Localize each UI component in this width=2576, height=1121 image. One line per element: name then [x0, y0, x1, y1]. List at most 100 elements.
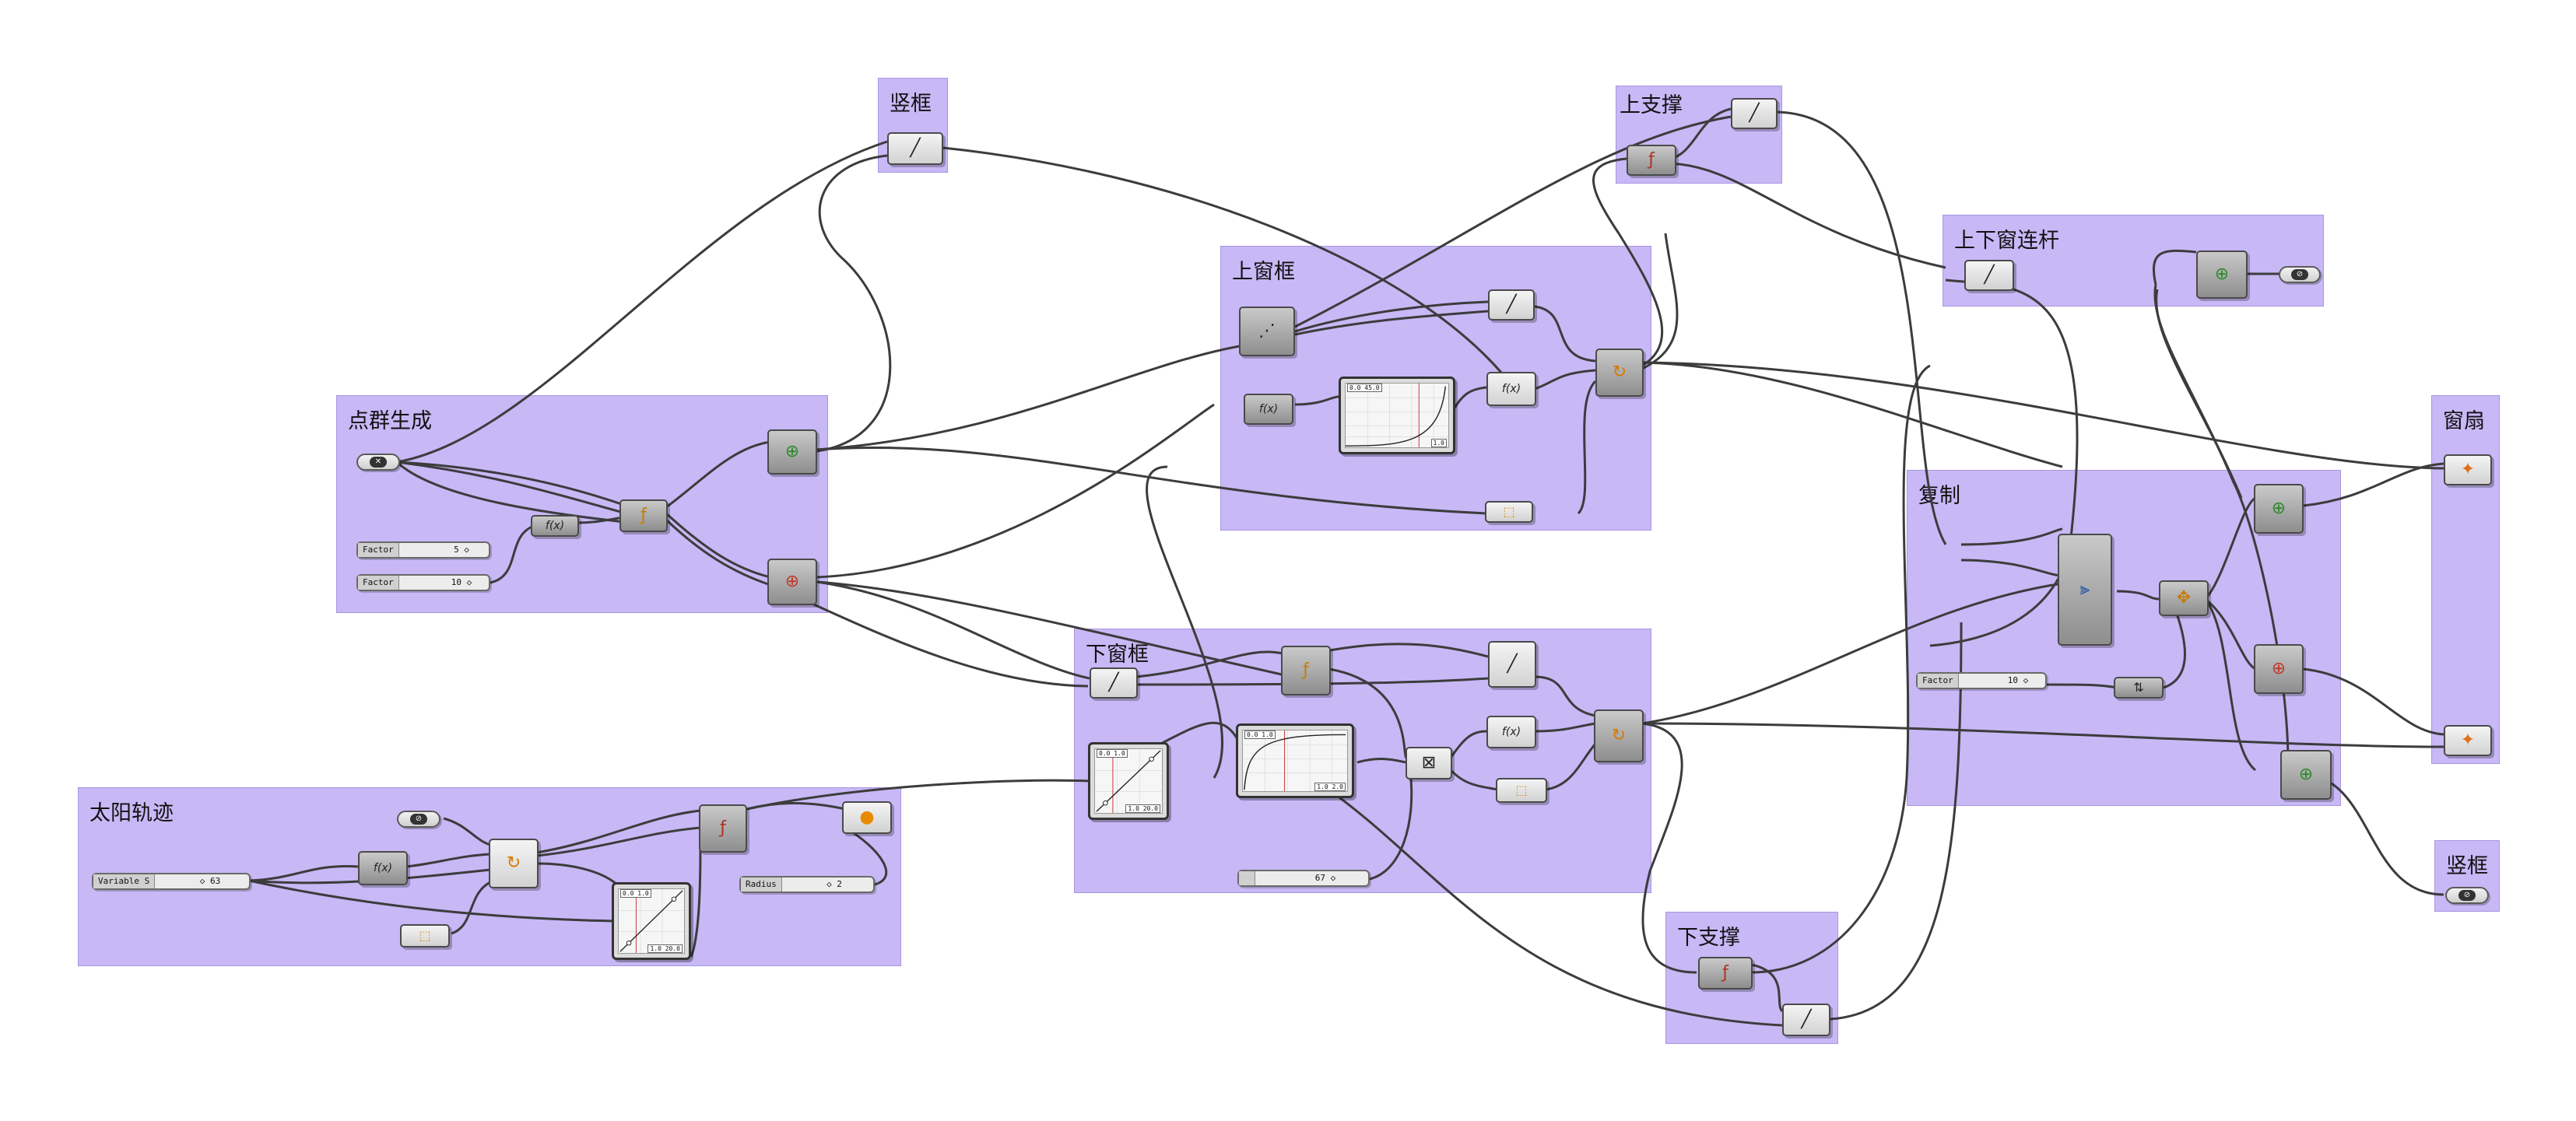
- line-component-1[interactable]: ╱: [1488, 289, 1535, 321]
- group-title: 上窗框: [1232, 260, 1295, 284]
- construct-point-icon: ⊕: [2271, 659, 2286, 678]
- slider-value: 67 ◇: [1314, 873, 1336, 883]
- line-component-shukuang[interactable]: ╱: [887, 132, 943, 165]
- graph-tag-br: 1.0: [1430, 439, 1447, 447]
- multiply-component[interactable]: ⊠: [1406, 747, 1452, 779]
- graph-mapper-top[interactable]: 0.0 45.0 1.0: [1339, 377, 1455, 454]
- loft-component-2[interactable]: ✦: [2444, 725, 2492, 756]
- loft-icon: ✦: [2460, 730, 2476, 750]
- line-icon: ╱: [1507, 654, 1518, 674]
- graph-mapper-xia-large[interactable]: 0.0 1.0 1.0 2.0: [1236, 723, 1354, 798]
- construct-point-component-copy-1[interactable]: ⊕: [2254, 484, 2304, 534]
- evaluate-component-xiazhicheng[interactable]: ƒ: [1698, 957, 1753, 990]
- line-icon: ╱: [1506, 295, 1517, 314]
- slider-label: Factor: [358, 543, 399, 557]
- radius-slider[interactable]: Radius ◇ 2: [739, 876, 875, 893]
- construct-point-component-copy-2[interactable]: ⊕: [2254, 644, 2304, 694]
- slider-label: Radius: [741, 878, 782, 892]
- graph-curve: [1095, 749, 1162, 813]
- group-title: 竖框: [890, 92, 932, 116]
- merge-component[interactable]: ⫸: [2058, 534, 2112, 646]
- evaluate-icon: ƒ: [1303, 660, 1309, 680]
- geometry-icon: ⊘: [2291, 269, 2308, 280]
- expression-icon: f(x): [373, 862, 393, 874]
- rotate-component-1[interactable]: ↻: [1595, 349, 1644, 397]
- series-component[interactable]: ⇅: [2114, 677, 2164, 699]
- expression-component-fx[interactable]: f(x): [1486, 372, 1536, 406]
- expression-component-xia[interactable]: f(x): [1486, 716, 1536, 748]
- graph-tag-tl: 0.0 1.0: [1244, 730, 1276, 739]
- factor-slider-copy[interactable]: Factor 10 ◇: [1916, 672, 2047, 689]
- evaluate-component-xia[interactable]: ƒ: [1281, 646, 1331, 695]
- group-title: 上下窗连杆: [1954, 229, 2059, 253]
- move-component[interactable]: ✥: [2159, 580, 2209, 616]
- geometry-param-pill[interactable]: ⊘: [2279, 266, 2321, 283]
- evaluate-icon: ƒ: [1648, 150, 1655, 170]
- graph-curve: [619, 889, 684, 953]
- evaluate-icon: ƒ: [640, 506, 647, 525]
- line-icon: ╱: [1108, 673, 1119, 692]
- series-icon: ⇅: [2133, 680, 2144, 695]
- merge-icon: ⫸: [2079, 580, 2090, 599]
- construct-point-icon: ⊕: [2298, 765, 2314, 784]
- group-title: 下支撑: [1677, 926, 1740, 950]
- slider-label: [1239, 871, 1255, 885]
- domain-icon: ⬚: [1515, 783, 1528, 797]
- geometry-icon: ⊘: [410, 814, 427, 825]
- group-chuangshan[interactable]: 窗扇: [2431, 395, 2500, 764]
- evaluate-component-shangzhicheng[interactable]: ƒ: [1627, 145, 1676, 176]
- graph-tag-br: 1.0 20.0: [648, 944, 683, 953]
- evaluate-component-sun[interactable]: ƒ: [699, 804, 747, 853]
- expression-component-sun[interactable]: f(x): [358, 851, 408, 885]
- line-component-xia-2[interactable]: ╱: [1488, 641, 1536, 688]
- domain-component-1[interactable]: ⬚: [1485, 501, 1533, 523]
- construct-point-component-1[interactable]: ⊕: [767, 429, 817, 475]
- construct-point-component-copy-3[interactable]: ⊕: [2280, 750, 2332, 800]
- multiply-icon: ⊠: [1421, 753, 1437, 772]
- expression-component[interactable]: f(x): [531, 515, 579, 537]
- rotate-component-xia[interactable]: ↻: [1594, 709, 1644, 762]
- geometry-param-pill-sun[interactable]: ⊘: [397, 811, 440, 828]
- slider-67[interactable]: 67 ◇: [1237, 870, 1370, 887]
- point-icon: ✕: [370, 457, 387, 468]
- variable-s-slider[interactable]: Variable S ◇ 63: [92, 873, 251, 890]
- line-component-liangan[interactable]: ╱: [1964, 260, 2014, 291]
- domain-icon: ⬚: [419, 928, 431, 943]
- factor-slider-5[interactable]: Factor 5 ◇: [356, 541, 490, 559]
- domain-component-xia[interactable]: ⬚: [1496, 778, 1547, 803]
- expression-component[interactable]: f(x): [1244, 394, 1293, 425]
- slider-label: Factor: [1918, 674, 1959, 688]
- factor-slider-10[interactable]: Factor 10 ◇: [356, 574, 490, 591]
- geometry-param-pill-bottom[interactable]: ⊘: [2445, 887, 2489, 904]
- graph-mapper-xia-small[interactable]: 0.0 1.0 1.0 20.0: [1088, 742, 1169, 820]
- group-title: 下窗框: [1086, 643, 1149, 667]
- group-title: 复制: [1918, 484, 1960, 508]
- group-title: 上支撑: [1620, 93, 1683, 117]
- construct-point-component-2[interactable]: ⊕: [767, 559, 817, 605]
- expression-icon: f(x): [1501, 726, 1521, 738]
- construct-point-icon: ⊕: [2214, 264, 2230, 284]
- slider-value: 10 ◇: [2007, 675, 2029, 685]
- divide-curve-component[interactable]: ⋰: [1239, 307, 1295, 356]
- point-param-pill[interactable]: ✕: [356, 454, 400, 471]
- graph-tag-br: 1.0 2.0: [1314, 783, 1346, 791]
- line-component-xiazhicheng[interactable]: ╱: [1782, 1004, 1830, 1036]
- line-icon: ╱: [1749, 103, 1760, 123]
- graph-mapper-sun[interactable]: 0.0 1.0 1.0 20.0: [612, 882, 691, 960]
- slider-value: 10 ◇: [451, 577, 472, 587]
- line-icon: ╱: [1984, 265, 1995, 285]
- graph-tag-tl: 0.0 1.0: [620, 889, 651, 898]
- construct-point-component-liangan[interactable]: ⊕: [2196, 250, 2248, 299]
- graph-curve: [1346, 384, 1448, 447]
- evaluate-icon: ƒ: [720, 818, 726, 838]
- sphere-component[interactable]: ●: [842, 801, 892, 834]
- rotate-component-sun[interactable]: ↻: [489, 839, 539, 888]
- group-title: 窗扇: [2443, 409, 2485, 433]
- domain-component-sun[interactable]: ⬚: [400, 924, 450, 948]
- line-component-shangzhicheng[interactable]: ╱: [1731, 98, 1778, 129]
- populate-component[interactable]: ƒ: [619, 499, 668, 532]
- loft-component-1[interactable]: ✦: [2444, 454, 2492, 485]
- geometry-icon: ⊘: [2458, 890, 2476, 901]
- construct-point-icon: ⊕: [2271, 499, 2286, 518]
- line-component-xia-1[interactable]: ╱: [1090, 667, 1138, 699]
